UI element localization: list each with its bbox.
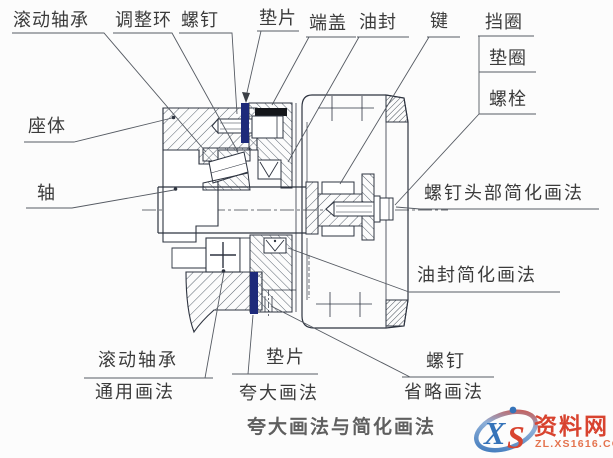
label-rolling-bearing: 滚动轴承 — [13, 10, 89, 30]
oil-seal-detailed — [257, 159, 282, 180]
oil-seal-simplified-symbol — [263, 237, 287, 254]
bearing-general-symbol — [205, 237, 251, 273]
bolt-head — [379, 197, 394, 221]
label-key: 键 — [430, 11, 449, 31]
pulley-center-marks — [316, 96, 374, 317]
label-bearing-general-method: 通用画法 — [95, 382, 175, 402]
label-screw-head-simplified: 螺钉头部简化画法 — [424, 183, 584, 203]
screw-omitted-hole — [264, 290, 273, 316]
watermark-site-name: 资料网 — [534, 413, 609, 439]
label-screw-omitted-method: 省略画法 — [404, 382, 484, 402]
label-screw-top: 螺钉 — [181, 10, 219, 30]
leader-lines — [12, 30, 599, 379]
label-housing: 座体 — [28, 116, 66, 136]
label-bearing-general-name: 滚动轴承 — [98, 350, 178, 370]
bolt-shank — [333, 201, 375, 217]
label-shaft: 轴 — [37, 183, 56, 203]
label-retaining-ring: 挡圈 — [485, 12, 523, 32]
label-oil-seal: 油封 — [359, 12, 397, 32]
logo-dot — [509, 406, 517, 414]
figure-caption: 夸大画法与简化画法 — [247, 417, 437, 438]
pulley-outline — [301, 94, 409, 329]
washer-section — [373, 195, 381, 223]
label-bolt: 螺栓 — [489, 89, 527, 109]
gasket-exaggerated — [241, 103, 258, 314]
label-oil-seal-simplified: 油封简化画法 — [417, 265, 537, 285]
shaft-end-assembly — [305, 173, 394, 241]
watermark-logo-s: S — [507, 419, 525, 455]
label-adjust-ring: 调整环 — [115, 10, 172, 30]
leader-arrowhead — [242, 92, 250, 103]
label-washer: 垫圈 — [489, 48, 527, 68]
label-shim-top: 垫片 — [259, 8, 297, 28]
watermark-logo-x: X — [483, 415, 506, 451]
label-shim-exaggerated-name: 垫片 — [266, 347, 306, 367]
watermark-logo: X S — [474, 406, 538, 455]
shaft-section — [157, 186, 306, 234]
label-screw-omitted-name: 螺钉 — [426, 351, 466, 371]
watermark: X S 资料网 ZL.XS1616.COM — [458, 399, 613, 458]
label-shim-exaggerated-method: 夸大画法 — [239, 383, 319, 403]
key-section — [321, 181, 355, 195]
bearing-detailed-section — [202, 147, 251, 191]
watermark-site-url: ZL.XS1616.COM — [535, 438, 613, 450]
label-end-cover: 端盖 — [309, 13, 347, 33]
